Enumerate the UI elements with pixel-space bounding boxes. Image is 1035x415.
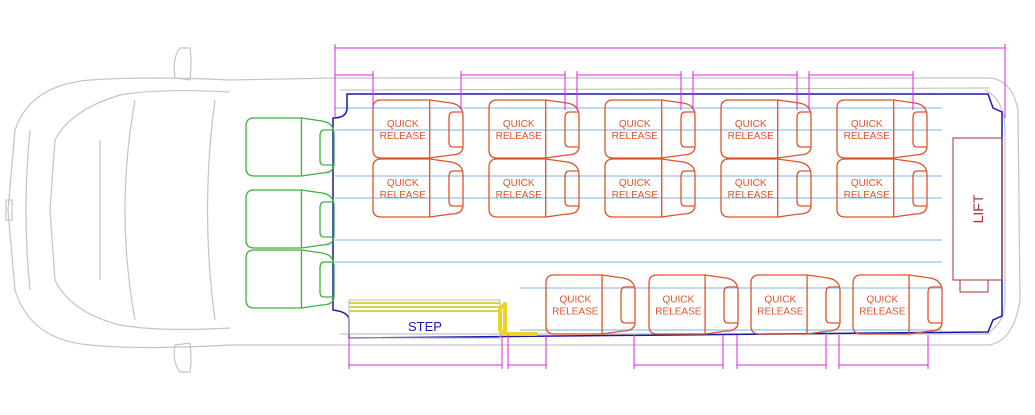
seat-label-quick: QUICK: [851, 119, 883, 130]
seat-label-quick: QUICK: [851, 178, 883, 189]
vehicle-body: [5, 47, 1021, 373]
dimension-line: [633, 335, 724, 369]
seat-label-release: RELEASE: [612, 190, 658, 201]
entry-step: STEP: [348, 299, 501, 339]
seat-label-release: RELEASE: [757, 307, 803, 318]
seat-label-quick: QUICK: [387, 119, 419, 130]
floor-tracks: [335, 107, 942, 331]
seat-label-release: RELEASE: [380, 131, 426, 142]
dimension-line: [808, 71, 914, 110]
driver-area-seats: [245, 117, 335, 309]
dimension-line: [576, 71, 682, 110]
dimension-line: [348, 335, 503, 369]
dimension-line: [334, 71, 374, 110]
seat-label-release: RELEASE: [728, 131, 774, 142]
dimension-line: [460, 71, 566, 110]
seat-label-quick: QUICK: [387, 178, 419, 189]
front-seat[interactable]: [245, 117, 335, 177]
seat-label-quick: QUICK: [765, 295, 797, 306]
dimension-line: [692, 71, 798, 110]
seat-label-quick: QUICK: [735, 178, 767, 189]
seat-label-quick: QUICK: [735, 119, 767, 130]
dimension-lines: [334, 44, 1006, 369]
seat-label-quick: QUICK: [560, 295, 592, 306]
seat-label-release: RELEASE: [496, 131, 542, 142]
seat-label-release: RELEASE: [496, 190, 542, 201]
dimension-line: [838, 335, 929, 369]
seat-label-release: RELEASE: [612, 131, 658, 142]
lift-label: LIFT: [970, 194, 986, 223]
wheelchair-lift: LIFT: [952, 137, 1003, 293]
seat-label-release: RELEASE: [844, 131, 890, 142]
grab-handrail: [498, 302, 538, 336]
seat-label-release: RELEASE: [844, 190, 890, 201]
step-label: STEP: [408, 319, 442, 334]
seat-label-quick: QUICK: [503, 119, 535, 130]
seat-label-quick: QUICK: [663, 295, 695, 306]
front-seat[interactable]: [245, 249, 335, 309]
seat-label-quick: QUICK: [619, 178, 651, 189]
dimension-line: [507, 335, 547, 369]
seat-label-quick: QUICK: [503, 178, 535, 189]
seat-label-release: RELEASE: [380, 190, 426, 201]
seat-label-quick: QUICK: [867, 295, 899, 306]
floor-outline: [332, 93, 1003, 339]
seat-label-quick: QUICK: [619, 119, 651, 130]
dimension-line: [334, 44, 1006, 118]
front-seat[interactable]: [245, 189, 335, 249]
seat-label-release: RELEASE: [859, 307, 905, 318]
seat-label-release: RELEASE: [728, 190, 774, 201]
passenger-seats: QUICKRELEASEQUICKRELEASEQUICKRELEASEQUIC…: [372, 99, 943, 335]
seat-label-release: RELEASE: [655, 307, 701, 318]
dimension-line: [736, 335, 827, 369]
seat-label-release: RELEASE: [552, 307, 598, 318]
